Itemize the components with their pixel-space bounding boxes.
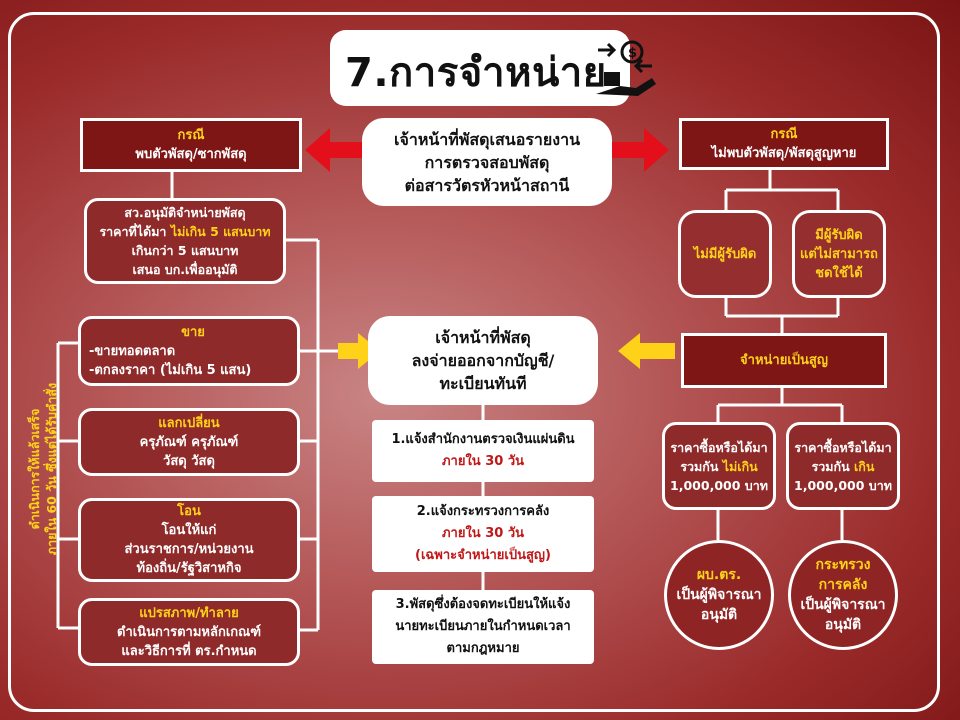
step-2-line-2: ภายใน 30 วัน (441, 526, 525, 541)
report-line-2: การตรวจสอบพัสดุ (424, 152, 550, 172)
step-2-line-1: 2.แจ้งกระทรวงการคลัง (416, 504, 550, 519)
case-found-text: พบตัวพัสดุ/ซากพัสดุ (135, 147, 247, 162)
sell-label: ขาย (181, 324, 205, 340)
under-line-1: ราคาซื้อหรือได้มา (670, 439, 768, 455)
transfer-box: โอน โอนให้แก่ ส่วนราชการ/หน่วยงาน ท้องถิ… (78, 498, 300, 582)
exchange-line-2: วัสดุ วัสดุ (163, 453, 215, 469)
step-1-line-1: 1.แจ้งสำนักงานตรวจเงินแผ่นดิน (391, 432, 575, 447)
outer-frame (8, 12, 940, 712)
responsible-line-3: ชดใช้ได้ (815, 265, 863, 281)
circle-2-line-3: เป็นผู้พิจารณา (800, 597, 886, 613)
destroy-label: แปรสภาพ/ทำลาย (139, 605, 239, 621)
responsible-line-1: มีผู้รับผิด (815, 227, 863, 243)
case-found-box: กรณี พบตัวพัสดุ/ซากพัสดุ (80, 118, 302, 172)
circle-1-line-1: ผบ.ตร. (696, 567, 742, 583)
under-line-3: 1,000,000 บาท (670, 477, 768, 493)
approval-line-2b: ไม่เกิน 5 แสนบาท (170, 224, 271, 239)
step-1-box: 1.แจ้งสำนักงานตรวจเงินแผ่นดิน ภายใน 30 ว… (372, 420, 594, 482)
transfer-label: โอน (177, 504, 201, 519)
ledger-line-2: ลงจ่ายออกจากบัญชี/ (411, 351, 555, 370)
step-1-line-2: ภายใน 30 วัน (441, 454, 525, 469)
destroy-line-2: และวิธีการที่ ตร.กำหนด (121, 643, 257, 659)
responsible-box: มีผู้รับผิด แต่ไม่สามารถ ชดใช้ได้ (792, 210, 886, 298)
no-responsible-box: ไม่มีผู้รับผิด (678, 210, 772, 298)
title-background (330, 30, 630, 106)
circle-1-line-2: เป็นผู้พิจารณา (676, 587, 762, 603)
police-chief-circle: ผบ.ตร. เป็นผู้พิจารณา อนุมัติ (664, 540, 774, 650)
write-off-text: จำหน่ายเป็นสูญ (740, 353, 828, 368)
writeoff-ledger-box: เจ้าหน้าที่พัสดุ ลงจ่ายออกจากบัญชี/ ทะเบ… (368, 316, 598, 405)
hand-coin-icon: $ (596, 40, 656, 96)
over-line-2b: เกิน (854, 458, 875, 474)
approval-box: สว.อนุมัติจำหน่ายพัสดุ ราคาที่ได้มา ไม่เ… (84, 198, 286, 284)
approval-line-1: อนุมัติจำหน่ายพัสดุ (143, 205, 246, 220)
sell-box: ขาย -ขายทอดตลาด -ตกลงราคา (ไม่เกิน 5 แสน… (78, 316, 300, 386)
step-3-line-1: 3.พัสดุซึ่งต้องจดทะเบียนให้แจ้ง (395, 597, 571, 612)
approval-line-4: เสนอ บก.เพื่ออนุมัติ (132, 262, 238, 277)
exchange-label: แลกเปลี่ยน (158, 415, 220, 431)
transfer-line-3: ท้องถิ่น/รัฐวิสาหกิจ (136, 561, 242, 576)
circle-1-line-3: อนุมัติ (700, 607, 738, 623)
step-3-box: 3.พัสดุซึ่งต้องจดทะเบียนให้แจ้ง นายทะเบี… (372, 590, 594, 664)
exchange-box: แลกเปลี่ยน ครุภัณฑ์ ครุภัณฑ์ วัสดุ วัสดุ (78, 408, 300, 476)
circle-2-line-1: กระทรวง (815, 557, 871, 573)
case-found-label: กรณี (177, 128, 205, 143)
deadline-line-2: ภายใน 60 วัน ซึ่งแต่ได้รับคำสั่ง (44, 382, 59, 556)
case-lost-box: กรณี ไม่พบตัวพัสดุ/พัสดุสูญหาย (679, 118, 889, 170)
over-line-2a: รวมกัน (811, 458, 855, 474)
deadline-line-1: ดำเนินการให้แล้วเสร็จ (27, 408, 42, 530)
circle-2-line-4: อนุมัติ (824, 617, 862, 633)
ledger-line-1: เจ้าหน้าที่พัสดุ (435, 328, 531, 347)
step-2-box: 2.แจ้งกระทรวงการคลัง ภายใน 30 วัน (เฉพาะ… (372, 496, 594, 572)
destroy-line-1: ดำเนินการตามหลักเกณฑ์ (117, 624, 261, 640)
report-box: เจ้าหน้าที่พัสดุเสนอรายงาน การตรวจสอบพัส… (362, 118, 612, 206)
ledger-line-3: ทะเบียนทันที (439, 374, 527, 393)
report-line-1: เจ้าหน้าที่พัสดุเสนอรายงาน (393, 129, 580, 149)
write-off-box: จำหน่ายเป็นสูญ (681, 333, 887, 388)
transfer-line-1: โอนให้แก่ (161, 523, 217, 538)
approval-line-2a: ราคาที่ได้มา (99, 224, 171, 239)
finance-ministry-circle: กระทรวง การคลัง เป็นผู้พิจารณา อนุมัติ (788, 540, 898, 650)
sell-line-1: -ขายทอดตลาด (89, 343, 176, 359)
deadline-side-text: ดำเนินการให้แล้วเสร็จ ภายใน 60 วัน ซึ่งแ… (26, 364, 60, 574)
step-3-line-3: ตามกฎหมาย (446, 641, 520, 656)
exchange-line-1: ครุภัณฑ์ ครุภัณฑ์ (139, 434, 239, 450)
page-title: 7.การจำหน่าย (345, 50, 607, 96)
case-lost-text: ไม่พบตัวพัสดุ/พัสดุสูญหาย (711, 146, 857, 161)
over-line-1: ราคาซื้อหรือได้มา (794, 439, 892, 455)
circle-2-line-2: การคลัง (818, 577, 868, 593)
step-2-line-3: (เฉพาะจำหน่ายเป็นสูญ) (415, 548, 551, 563)
step-3-line-2: นายทะเบียนภายในกำหนดเวลา (395, 619, 571, 634)
over-limit-box: ราคาซื้อหรือได้มา รวมกัน เกิน 1,000,000 … (786, 422, 900, 510)
svg-text:$: $ (628, 46, 637, 61)
report-line-3: ต่อสารวัตรหัวหน้าสถานี (404, 175, 570, 195)
no-responsible-text: ไม่มีผู้รับผิด (693, 246, 757, 262)
case-lost-label: กรณี (770, 127, 798, 142)
destroy-box: แปรสภาพ/ทำลาย ดำเนินการตามหลักเกณฑ์ และว… (78, 598, 300, 666)
transfer-line-2: ส่วนราชการ/หน่วยงาน (124, 542, 254, 557)
sell-line-2: -ตกลงราคา (ไม่เกิน 5 แสน) (89, 362, 252, 378)
approval-line-3: เกินกว่า 5 แสนบาท (131, 243, 239, 258)
responsible-line-2: แต่ไม่สามารถ (800, 246, 878, 262)
under-line-2b: ไม่เกิน (722, 458, 758, 474)
over-line-3: 1,000,000 บาท (794, 477, 892, 493)
under-limit-box: ราคาซื้อหรือได้มา รวมกัน ไม่เกิน 1,000,0… (662, 422, 776, 510)
under-line-2a: รวมกัน (680, 458, 723, 474)
approval-prefix: สว. (124, 205, 144, 220)
